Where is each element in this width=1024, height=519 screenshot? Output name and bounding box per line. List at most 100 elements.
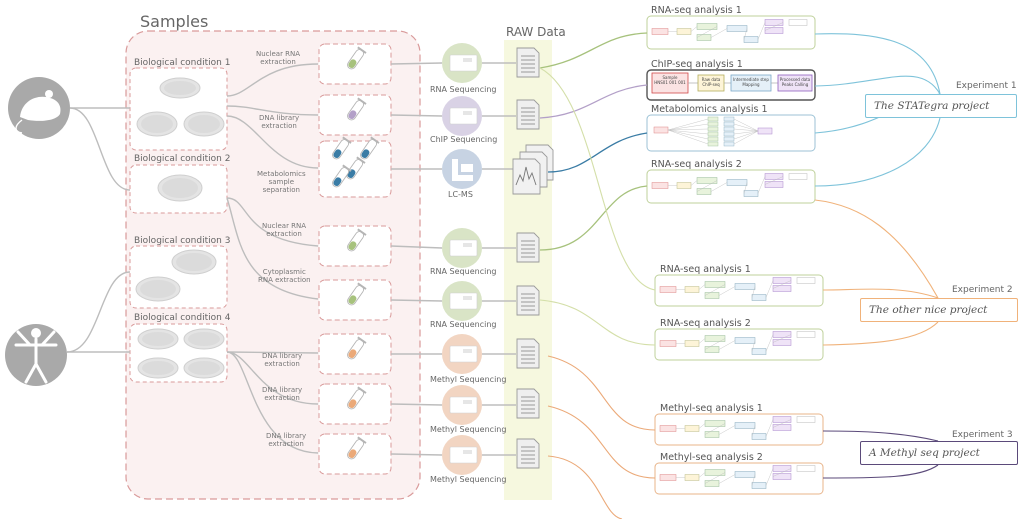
petri-dish-icon-inner	[188, 361, 220, 375]
workflow-link	[698, 284, 706, 290]
workflow-node	[696, 188, 712, 195]
chip-node-label-3: Intermediate step Mapping	[733, 77, 769, 87]
workflow-link	[772, 334, 792, 343]
sequencer-machine-icon	[449, 54, 478, 72]
sequencing-label-4: RNA Sequencing	[430, 267, 497, 276]
workflow-node	[743, 190, 759, 197]
workflow-node	[704, 346, 720, 353]
workflow-node	[696, 34, 712, 41]
experiment-link	[814, 117, 941, 187]
connector-line	[226, 197, 319, 247]
workflow-node	[734, 337, 756, 344]
workflow-node	[772, 424, 792, 431]
extraction-label-line: extraction	[261, 122, 297, 130]
workflow-node	[684, 340, 700, 347]
workflow-link	[698, 472, 706, 478]
extraction-label-line: sample	[268, 178, 295, 186]
condition-label-2: Biological condition 2	[134, 154, 231, 164]
extraction-label-line: extraction	[264, 394, 300, 402]
raw-data-file-icon	[516, 99, 540, 130]
chip-node-label-1: Sample HNS01 001 001	[654, 75, 686, 85]
experiment-link	[822, 288, 939, 299]
petri-dish-icon-inner	[188, 115, 220, 133]
workflow-link	[718, 340, 736, 350]
workflow-link	[757, 176, 766, 194]
workflow-node	[734, 422, 756, 429]
workflow-link	[765, 280, 774, 298]
test-tube-icon	[347, 386, 367, 410]
project-box-2: The other nice project	[860, 298, 1018, 322]
condition-label-1: Biological condition 1	[134, 58, 231, 68]
workflow-node	[704, 431, 720, 438]
connector-line	[390, 114, 443, 117]
workflow-link	[667, 129, 709, 140]
workflow-node	[659, 474, 677, 481]
workflow-node	[707, 126, 719, 132]
workflow-node	[796, 331, 816, 338]
chip-node-label-2: Raw data ChIP-seq	[701, 77, 721, 87]
workflow-node	[751, 294, 767, 301]
workflow-link	[772, 419, 792, 428]
workflow-node	[726, 179, 748, 186]
connector-line	[226, 351, 319, 405]
workflow-node	[764, 173, 784, 180]
analysis-link	[539, 67, 656, 291]
sequencer-slot-icon	[463, 58, 472, 62]
connector-line	[69, 107, 131, 191]
extraction-label-line: Cytoplasmic	[262, 268, 306, 276]
samples-title: Samples	[140, 12, 209, 31]
spectrum-trace-icon	[515, 166, 537, 186]
sequencing-label-6: Methyl Sequencing	[430, 375, 507, 384]
test-tube-icon	[360, 136, 380, 160]
workflow-node	[788, 19, 808, 26]
experiment-link	[814, 33, 941, 95]
extraction-label-line: DNA library	[262, 352, 303, 360]
workflow-link	[733, 130, 759, 135]
test-tube-icon	[347, 228, 367, 252]
workflow-node	[651, 182, 669, 189]
sequencer-machine-icon	[449, 396, 478, 414]
analysis-title-3: Metabolomics analysis 1	[651, 104, 768, 115]
sequencer-machine-icon	[449, 292, 478, 310]
workflow-link	[772, 280, 792, 289]
sequencer-machine-icon	[449, 345, 478, 363]
raw-data-title: RAW Data	[506, 25, 566, 39]
analysis-link	[539, 84, 648, 119]
raw-data-file-icon	[516, 285, 540, 316]
workflow-node	[796, 277, 816, 284]
workflow-link	[751, 286, 756, 298]
workflow-link	[667, 123, 709, 131]
connector-line	[226, 63, 319, 97]
workflow-link	[704, 472, 726, 484]
sequencing-label-7: Methyl Sequencing	[430, 425, 507, 434]
analysis-link	[539, 185, 648, 251]
workflow-node	[704, 335, 726, 342]
workflow-link	[710, 28, 728, 38]
workflow-link	[704, 284, 726, 296]
workflow-link	[751, 425, 756, 437]
workflow-node	[723, 141, 735, 147]
workflow-link	[733, 123, 759, 132]
chip-node-4	[777, 74, 813, 92]
workflow-link	[765, 419, 774, 437]
connector-line	[390, 453, 443, 456]
workflow-node	[707, 141, 719, 147]
workflow-link	[764, 176, 784, 185]
lc-ms-icon	[452, 159, 473, 181]
workflow-node	[751, 482, 767, 489]
analysis-title-7: Methyl-seq analysis 1	[660, 403, 763, 414]
analysis-link	[547, 132, 648, 173]
condition-label-3: Biological condition 3	[134, 236, 231, 246]
extraction-label-line: DNA library	[259, 114, 300, 122]
petri-dish-icon-inner	[164, 81, 196, 95]
sequencing-label-8: Methyl Sequencing	[430, 475, 507, 484]
raw-data-file-icon	[516, 338, 540, 369]
mouse-tail-icon	[15, 119, 23, 134]
sequencer-machine-icon	[449, 239, 478, 257]
project-box-1: The STATegra project	[865, 94, 1017, 118]
